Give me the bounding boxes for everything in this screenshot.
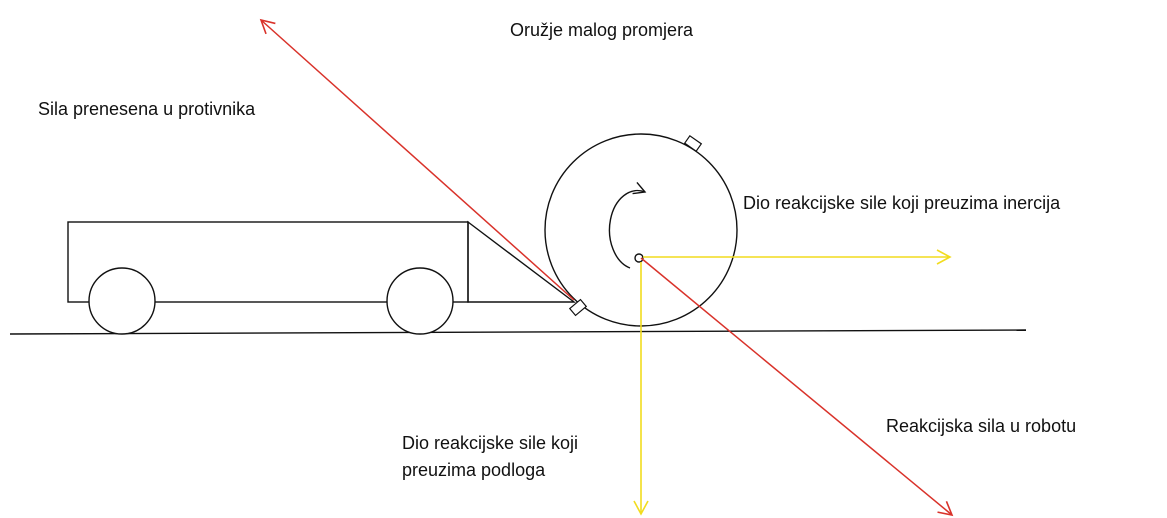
reaction-robot-arrow — [640, 257, 954, 517]
label-reaction-inertia: Dio reakcijske sile koji preuzima inerci… — [743, 193, 1061, 213]
label-reaction-ground-line2: preuzima podloga — [402, 460, 546, 480]
force-transferred-arrow — [259, 18, 575, 301]
opponent-wheel-left — [88, 267, 156, 335]
drum-axle — [634, 253, 644, 263]
clockwise-rotation-arrow-icon — [608, 181, 647, 269]
label-reaction-ground-line1: Dio reakcijske sile koji — [402, 433, 579, 453]
ground-line — [9, 329, 1027, 335]
opponent-wheel-right — [386, 267, 454, 335]
drum-tooth-bottom — [568, 298, 588, 317]
label-reaction-robot: Reakcijska sila u robotu — [886, 416, 1077, 436]
opponent-robot — [67, 220, 577, 335]
opponent-wedge — [467, 220, 577, 303]
label-force-transferred: Sila prenesena u protivnika — [38, 99, 256, 119]
drum-tooth-top — [683, 134, 703, 153]
diagram-title: Oružje malog promjera — [510, 20, 694, 40]
